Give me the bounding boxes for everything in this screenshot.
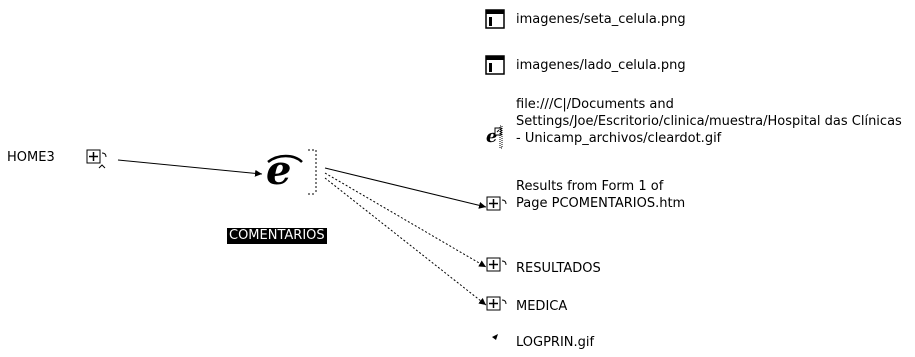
page-link-icon[interactable] (86, 149, 107, 169)
node-label-resultados[interactable]: RESULTADOS (516, 261, 601, 276)
image-file-icon[interactable] (485, 55, 505, 75)
page-link-icon[interactable] (486, 257, 507, 272)
node-label-comentarios[interactable]: COMENTARIOS (227, 228, 327, 244)
connector-comentarios-medica (324, 177, 487, 306)
image-file-icon[interactable] (485, 9, 505, 29)
node-label-results-form[interactable]: Results from Form 1 of Page PCOMENTARIOS… (516, 179, 686, 211)
node-label-home3[interactable]: HOME3 (7, 150, 55, 165)
page-link-icon[interactable] (486, 196, 507, 211)
svg-text:e: e (266, 147, 291, 194)
node-label-logprin[interactable]: LOGPRIN.gif (516, 335, 595, 350)
node-label-seta-celula[interactable]: imagenes/seta_celula.png (516, 12, 686, 27)
node-label-cleardot[interactable]: file:///C|/Documents and Settings/Joe/Es… (516, 97, 902, 146)
connector-comentarios-resultados (324, 172, 487, 268)
ie-link-icon[interactable]: e (486, 125, 503, 149)
node-label-lado-celula[interactable]: imagenes/lado_celula.png (516, 58, 686, 73)
node-label-medica[interactable]: MEDICA (516, 299, 568, 314)
page-link-icon[interactable] (486, 296, 507, 311)
connector-home3-comentarios (117, 159, 263, 177)
connector-comentarios-results (324, 167, 487, 209)
svg-text:e: e (486, 126, 497, 147)
ie-page-icon[interactable]: e (266, 147, 317, 195)
bullet-icon[interactable] (492, 334, 498, 340)
